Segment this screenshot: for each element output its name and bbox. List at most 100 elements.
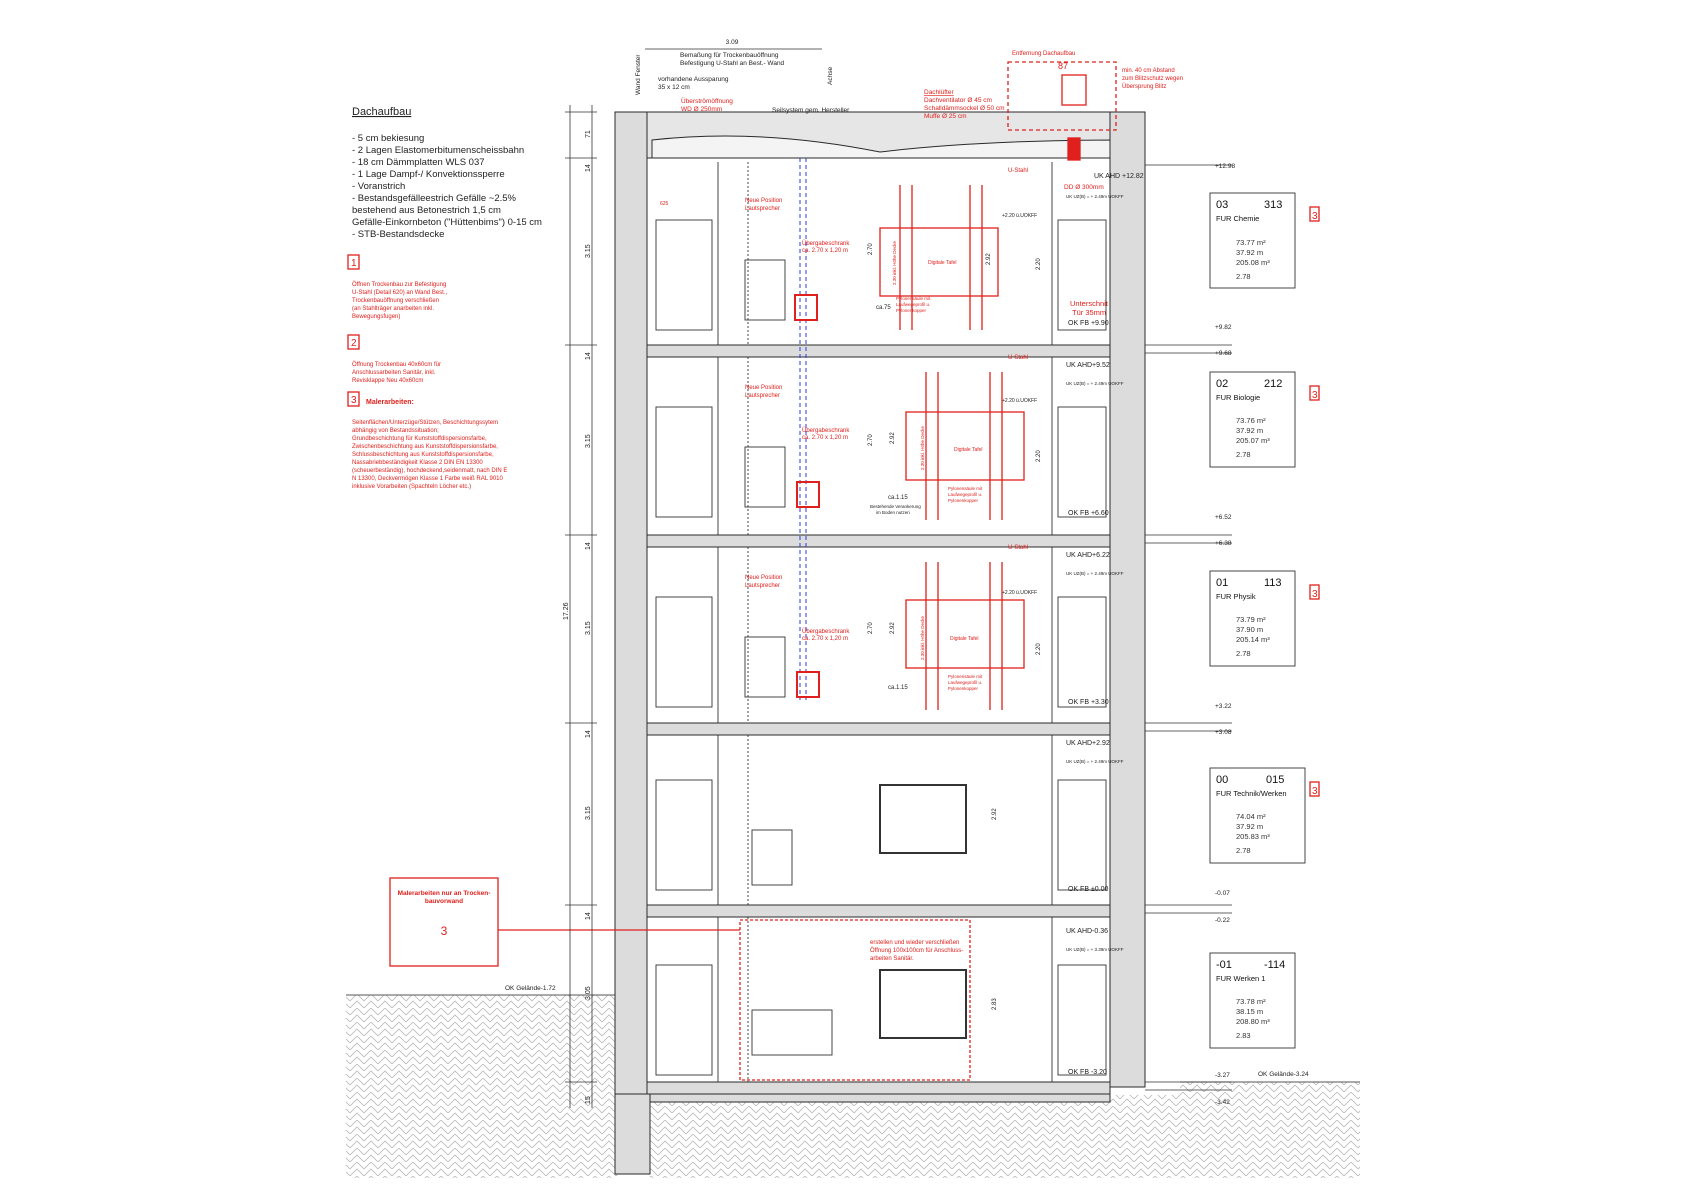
svg-text:3: 3 [1312,786,1318,797]
svg-text:+2.20 ü.UOKFF: +2.20 ü.UOKFF [1002,213,1037,219]
svg-text:14: 14 [585,164,592,172]
svg-text:Übergabeschrank: Übergabeschrank [802,427,850,434]
svg-text:ca.1.15: ca.1.15 [888,495,908,501]
svg-text:14: 14 [585,912,592,920]
svg-text:00: 00 [1216,774,1228,786]
svg-text:Übergabeschrank: Übergabeschrank [802,240,850,247]
svg-text:2.70: 2.70 [868,243,874,255]
svg-text:015: 015 [1266,774,1284,786]
svg-text:OK FB +6.60: OK FB +6.60 [1068,510,1109,517]
svg-text:Befestigung U-Stahl an Best.-: Befestigung U-Stahl an Best.- Wand [680,60,785,67]
svg-text:3: 3 [351,395,357,406]
svg-text:ca. 2.70 x 1,20 m: ca. 2.70 x 1,20 m [802,636,848,642]
svg-text:3.15: 3.15 [585,434,592,448]
svg-text:Pylonenkopper: Pylonenkopper [896,308,927,313]
svg-text:- Voranstrich: - Voranstrich [352,181,405,192]
floor-minus01: UK AHD-0.36 UK UZ(B) = + 3.39m UOKFF OK … [870,928,1230,1106]
svg-text:38.15 m: 38.15 m [1236,1007,1263,1016]
svg-text:3.05: 3.05 [585,986,592,1000]
svg-text:14: 14 [585,352,592,360]
svg-text:Anschlussarbeiten Sanitär, ink: Anschlussarbeiten Sanitär, inkl. [352,370,436,376]
svg-text:2.30 inkl. Höhe Decke: 2.30 inkl. Höhe Decke [892,240,897,285]
svg-text:212: 212 [1264,378,1282,390]
svg-text:bestehend aus Betonestrich 1,5: bestehend aus Betonestrich 1,5 cm [352,205,501,216]
svg-text:3.15: 3.15 [585,806,592,820]
svg-text:205.14 m³: 205.14 m³ [1236,635,1270,644]
svg-text:UK UZ(B) = + 2.49m UOKFF: UK UZ(B) = + 2.49m UOKFF [1066,571,1124,576]
svg-text:2.92: 2.92 [986,253,992,265]
vertical-dim-text: 17.26 71 14 3.15 14 3.15 14 3.15 14 3.15… [563,130,592,1104]
svg-text:2.70: 2.70 [868,622,874,634]
svg-text:37.90 m: 37.90 m [1236,625,1263,634]
svg-text:2.70: 2.70 [868,434,874,446]
svg-text:37.92 m: 37.92 m [1236,822,1263,831]
svg-text:Bemaßung für Trockenbauöffnung: Bemaßung für Trockenbauöffnung [680,52,779,59]
dach-layers: - 5 cm bekiesung - 2 Lagen Elastomerbitu… [352,133,542,240]
red-markup [347,61,1320,1081]
svg-text:Malerarbeiten nur an Trocken-: Malerarbeiten nur an Trocken- [398,890,491,897]
svg-text:3: 3 [1312,390,1318,401]
svg-text:Unterschnit: Unterschnit [1070,299,1109,308]
svg-text:Achse: Achse [827,67,834,85]
svg-text:ca.1.15: ca.1.15 [888,685,908,691]
building-shell [614,111,1146,1175]
svg-text:Schalldämmsockel Ø 50 cm: Schalldämmsockel Ø 50 cm [924,105,1005,112]
svg-text:208.80 m³: 208.80 m³ [1236,1017,1270,1026]
svg-text:Dachlüfter: Dachlüfter [924,89,954,96]
svg-text:ca. 2.70 x 1,20 m: ca. 2.70 x 1,20 m [802,435,848,441]
pipe-lines [799,158,807,700]
svg-text:Lautsprecher: Lautsprecher [745,583,780,589]
svg-text:3: 3 [441,924,448,938]
svg-text:Neue Position: Neue Position [745,198,782,204]
floor-03: +12.98 UK AHD +12.82 UK UZ(B) = + 2.49m … [745,163,1235,357]
room-stamp-01: 01 113 FUR Physik 73.79 m² 37.90 m 205.1… [1216,577,1318,658]
svg-text:37.92 m: 37.92 m [1236,248,1263,257]
svg-text:UK AHD+6.22: UK AHD+6.22 [1066,552,1110,559]
note-3: 3 Malerarbeiten: Seitenflächen/Unterzüge… [351,395,507,490]
svg-text:FUR Technik/Werken: FUR Technik/Werken [1216,789,1287,798]
svg-text:U-Stahl (Detail 620) an Wand B: U-Stahl (Detail 620) an Wand Best., [352,290,447,296]
svg-text:- 18 cm Dämmplatten WLS 037: - 18 cm Dämmplatten WLS 037 [352,157,485,168]
svg-text:Bewegungsfugen): Bewegungsfugen) [352,314,400,320]
svg-text:FUR Werken 1: FUR Werken 1 [1216,974,1265,983]
svg-text:3: 3 [1312,211,1318,222]
vertical-dimension [565,105,597,1108]
svg-text:2.92: 2.92 [890,432,896,444]
dach-title: Dachaufbau [352,106,411,118]
svg-text:UK AHD+2.92: UK AHD+2.92 [1066,740,1110,747]
svg-text:02: 02 [1216,378,1228,390]
room-stamp-02: 02 212 FUR Biologie 73.76 m² 37.92 m 205… [1216,378,1318,459]
svg-text:U-Stahl: U-Stahl [1008,355,1028,361]
svg-text:WD Ø 250mm: WD Ø 250mm [681,106,722,113]
svg-text:3.09: 3.09 [726,39,739,46]
note-2: 2 Öffnung Trockenbau 40x60cm für Anschlu… [351,338,441,384]
svg-text:Revisklappe Neu 40x60cm: Revisklappe Neu 40x60cm [352,378,423,384]
svg-text:Wand Fenster: Wand Fenster [635,54,642,95]
svg-text:313: 313 [1264,199,1282,211]
svg-text:205.08 m³: 205.08 m³ [1236,258,1270,267]
svg-text:3.15: 3.15 [585,244,592,258]
svg-text:+3.08: +3.08 [1215,729,1232,736]
svg-text:OK FB -3.20: OK FB -3.20 [1068,1069,1107,1076]
svg-text:2.30 inkl. Höhe Decke: 2.30 inkl. Höhe Decke [920,425,925,470]
svg-text:73.79 m²: 73.79 m² [1236,615,1266,624]
svg-text:FUR Chemie: FUR Chemie [1216,214,1259,223]
svg-text:2.78: 2.78 [1236,846,1251,855]
svg-text:Öffnen Trockenbau zur Befestig: Öffnen Trockenbau zur Befestigung [352,281,446,288]
svg-text:Öffnung Trockenbau 40x60cm für: Öffnung Trockenbau 40x60cm für [352,361,441,368]
svg-text:2.83: 2.83 [992,998,998,1010]
svg-text:inklusive Vorarbeiten (Spachte: inklusive Vorarbeiten (Spachteln Löcher … [352,484,471,490]
svg-text:14: 14 [585,730,592,738]
floor-02: UK AHD+9.52 UK UZ(B) = + 2.49m UOKFF OK … [745,355,1232,547]
svg-text:3: 3 [1312,589,1318,600]
svg-text:Grundbeschichtung für Kunststo: Grundbeschichtung für Kunststoffdispersi… [352,436,487,442]
svg-text:Digitale Tafel: Digitale Tafel [954,447,983,453]
svg-text:-3.27: -3.27 [1215,1072,1230,1079]
svg-text:arbeiten Sanitär.: arbeiten Sanitär. [870,956,914,962]
svg-text:Bestehende Verankerung: Bestehende Verankerung [870,504,921,509]
svg-text:-0.22: -0.22 [1215,917,1230,924]
svg-text:U-Stahl: U-Stahl [1008,168,1028,174]
svg-text:-0.07: -0.07 [1215,890,1230,897]
svg-text:Pylonensäule mit: Pylonensäule mit [896,296,931,301]
svg-text:FUR Biologie: FUR Biologie [1216,393,1260,402]
